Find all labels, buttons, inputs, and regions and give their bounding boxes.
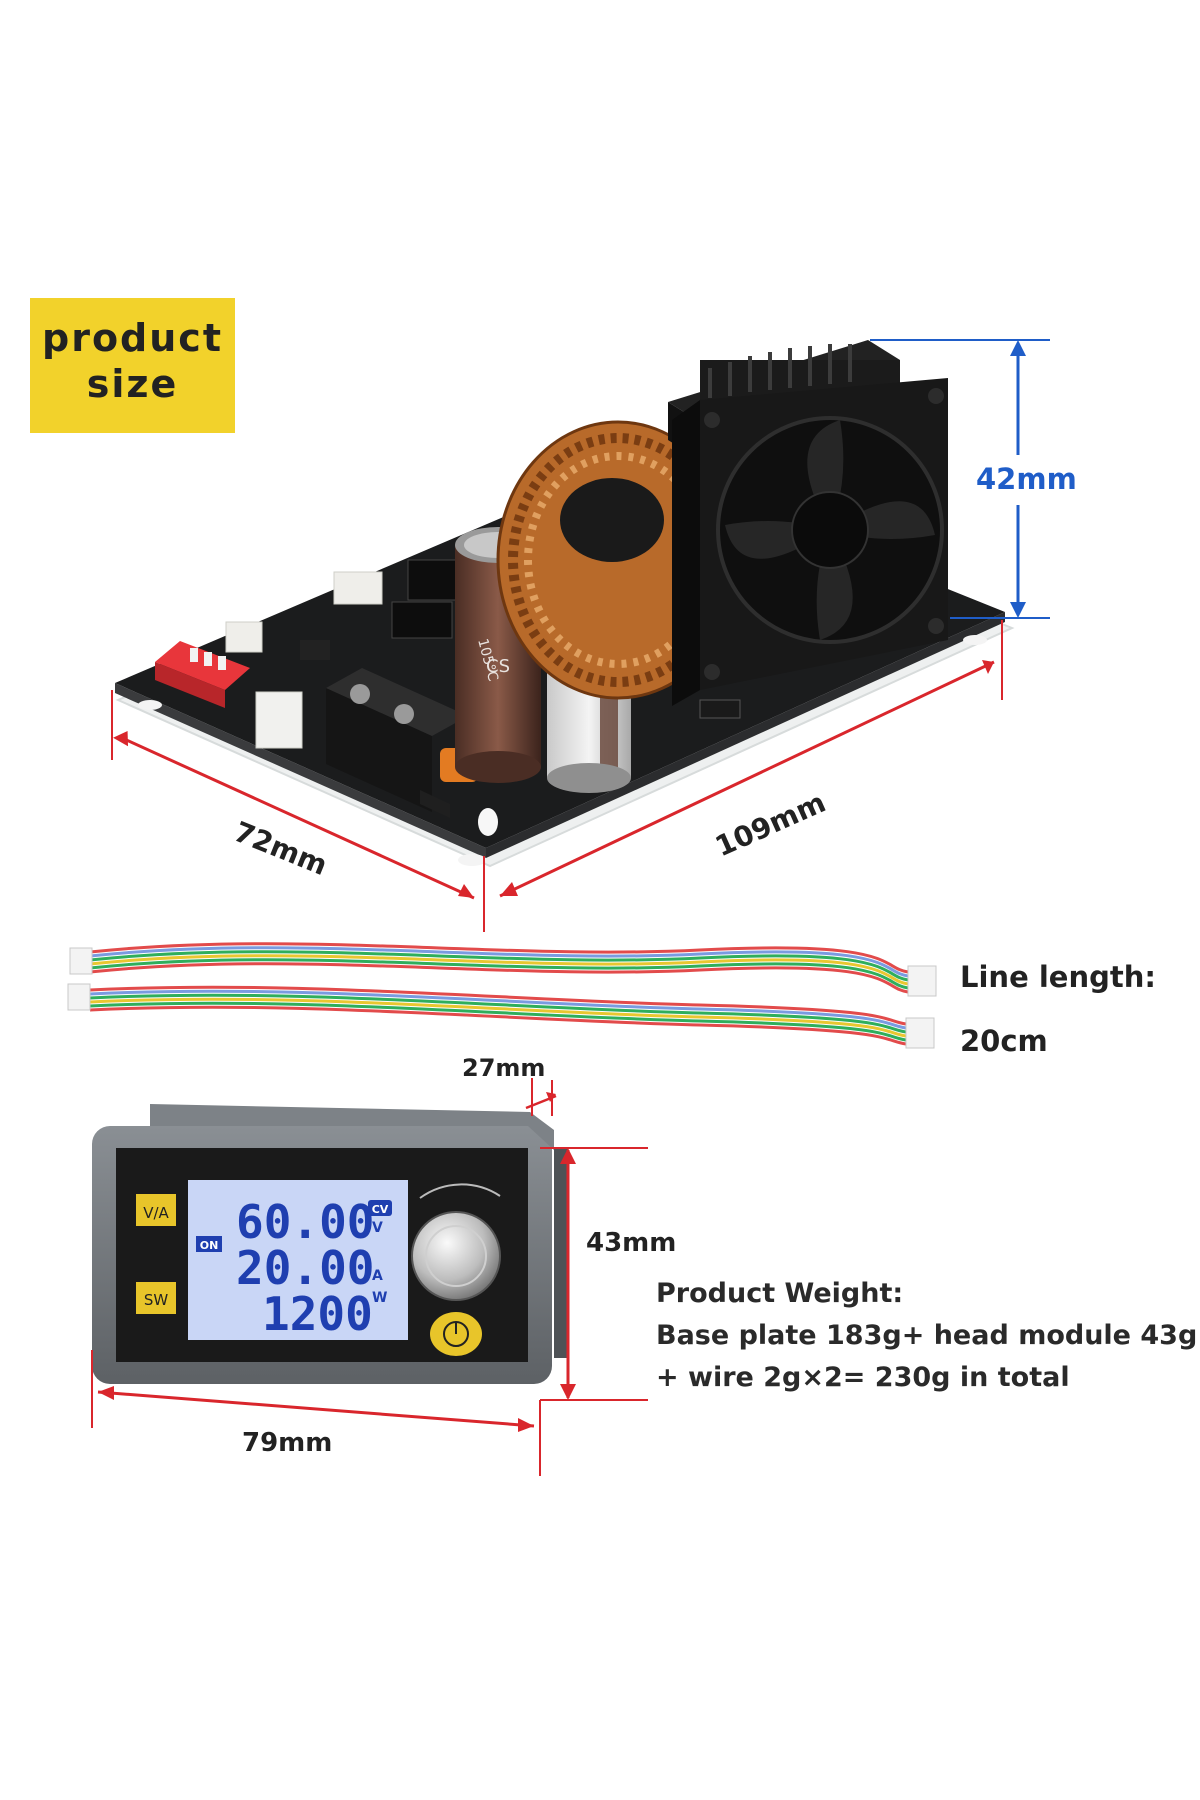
badge-line-1: product <box>42 316 223 360</box>
height-43mm-label: 43mm <box>586 1228 677 1258</box>
rotary-encoder-knob[interactable] <box>411 1183 501 1301</box>
pcb-edge-right <box>486 612 1005 858</box>
cooling-fan <box>672 378 948 706</box>
va-button-label: V/A <box>143 1204 169 1222</box>
terminal-block <box>326 688 432 812</box>
ic-chip <box>391 601 453 639</box>
va-button[interactable] <box>136 1194 176 1226</box>
standoff <box>963 635 987 645</box>
current-readout: 20.00 <box>236 1241 374 1295</box>
height-42mm-label: 42mm <box>976 462 1077 496</box>
pcb-edge-front <box>115 683 486 858</box>
ribbon-cable <box>69 942 937 997</box>
on-indicator-label: ON <box>200 1239 219 1252</box>
connector <box>333 571 383 605</box>
pcb-board: CS 105°C <box>115 340 1015 868</box>
weight-title: Product Weight: <box>656 1278 904 1309</box>
capacitor-label: CS <box>486 656 510 677</box>
ribbon-cable <box>67 983 935 1049</box>
unit-w: W <box>372 1290 387 1306</box>
dimension-79mm <box>91 1350 541 1476</box>
unit-a: A <box>372 1268 383 1284</box>
line-length-value: 20cm <box>960 1024 1048 1058</box>
badge-line-2: size <box>86 362 179 406</box>
weight-line-2: + wire 2g×2= 230g in total <box>656 1362 1070 1393</box>
display-module: V/A SW ON CV 60.00 20.00 1200 V A W <box>92 1104 568 1384</box>
connector <box>255 691 303 749</box>
power-button[interactable] <box>430 1312 482 1356</box>
on-indicator <box>196 1236 222 1252</box>
dimension-27mm <box>525 1078 557 1116</box>
power-readout: 1200 <box>262 1287 373 1341</box>
line-length-label: Line length: <box>960 960 1156 994</box>
product-size-badge: product size <box>30 298 235 433</box>
unit-v: V <box>372 1220 383 1236</box>
standoff <box>138 700 162 710</box>
dimension-109mm <box>499 620 1003 898</box>
cv-indicator <box>368 1200 392 1216</box>
standoff <box>478 808 498 836</box>
ribbon-cables <box>67 942 937 1049</box>
weight-line-1: Base plate 183g+ head module 43g <box>656 1320 1198 1351</box>
dip-switch <box>155 641 250 690</box>
depth-27mm-label: 27mm <box>462 1054 546 1082</box>
dimension-72mm <box>111 690 485 932</box>
connector <box>225 621 263 653</box>
sw-button-label: SW <box>144 1291 169 1309</box>
dimension-42mm <box>870 339 1050 619</box>
voltage-readout: 60.00 <box>236 1195 374 1249</box>
width-79mm-label: 79mm <box>242 1428 333 1458</box>
standoff <box>458 854 486 866</box>
dimension-43mm <box>540 1147 648 1401</box>
sw-button[interactable] <box>136 1282 176 1314</box>
cv-indicator-label: CV <box>372 1203 389 1216</box>
